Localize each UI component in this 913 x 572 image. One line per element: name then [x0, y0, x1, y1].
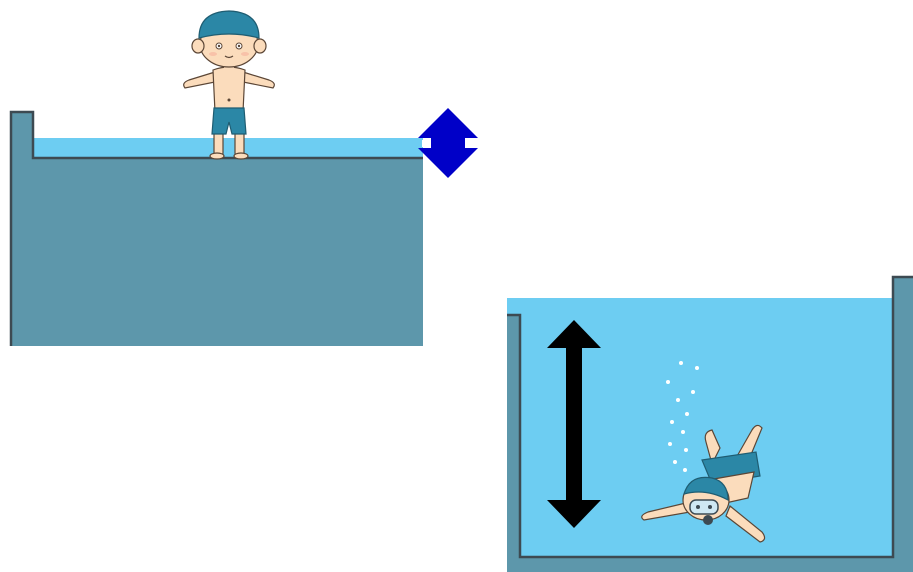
shallow-pool-wall — [11, 112, 423, 346]
shallow-pool-water — [33, 138, 423, 158]
bubbles — [666, 361, 699, 472]
shallow-pool-outline — [9, 110, 423, 346]
deep-pool-outline — [507, 275, 913, 559]
deep-depth-arrow — [547, 320, 601, 528]
swimmer-standing-icon — [183, 10, 275, 160]
shallow-pool — [9, 110, 423, 346]
shallow-depth-arrow — [418, 108, 478, 178]
swimmer-diving-icon — [641, 424, 766, 543]
